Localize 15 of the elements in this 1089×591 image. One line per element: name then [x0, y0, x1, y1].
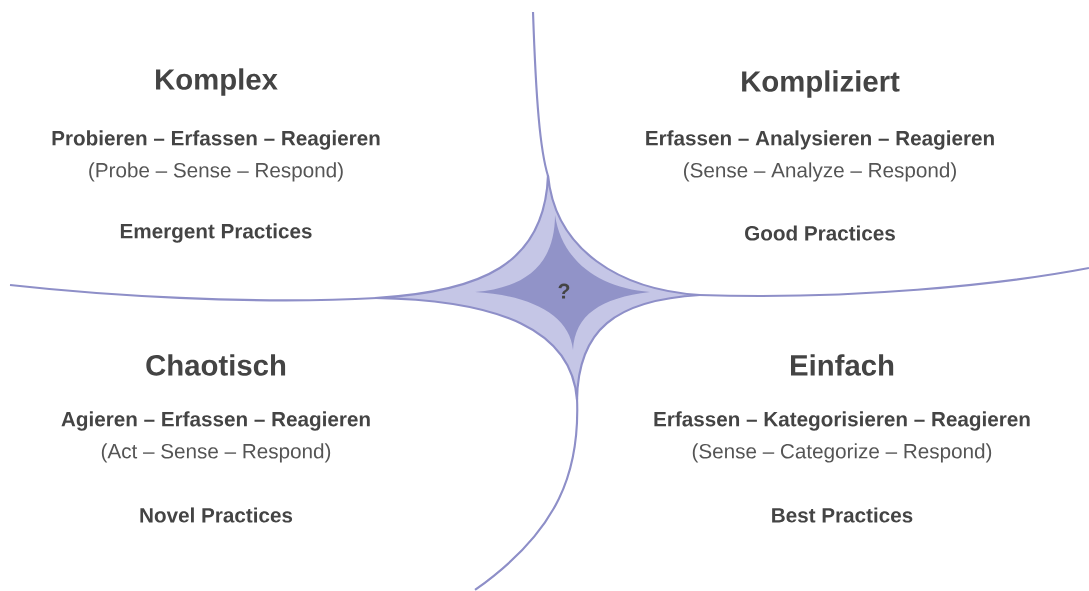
- method-text: Erfassen – Analysieren – Reagieren: [646, 130, 994, 150]
- practice-text: Good Practices: [745, 225, 895, 241]
- method-text: Agieren – Erfassen – Reagieren: [61, 411, 370, 431]
- translation-text: (Act – Sense – Respond): [101, 443, 331, 463]
- quadrant-title: Chaotisch: [146, 354, 286, 376]
- method-text: Probieren – Erfassen – Reagieren: [52, 130, 380, 150]
- quadrant-title: Kompliziert: [742, 70, 900, 98]
- practice-text: Emergent Practices: [120, 223, 312, 243]
- practice-text: Best Practices: [772, 507, 913, 523]
- translation-text: (Probe – Sense – Respond): [89, 162, 343, 182]
- quadrant-title: Einfach: [791, 354, 894, 376]
- practice-text: Novel Practices: [140, 507, 293, 523]
- translation-text: (Sense – Categorize – Respond): [692, 443, 992, 463]
- quadrant-title: Komplex: [156, 68, 278, 96]
- method-text: Erfassen – Kategorisieren – Reagieren: [654, 411, 1030, 431]
